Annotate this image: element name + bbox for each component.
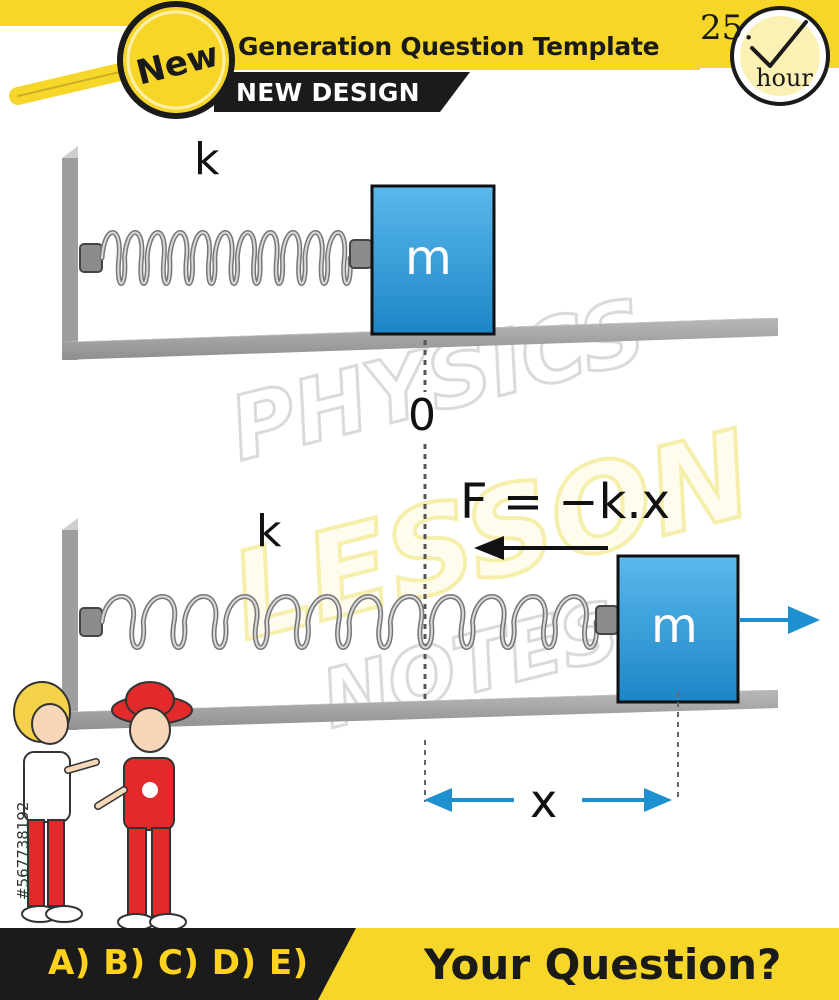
answer-options: A) B) C) D) E) xyxy=(48,943,309,983)
bottom-mass-connector xyxy=(595,605,619,635)
top-floor xyxy=(62,318,778,360)
pull-arrow xyxy=(740,606,820,634)
footer-bar xyxy=(0,928,839,1000)
clock-icon xyxy=(730,6,830,106)
bottom-mass-block xyxy=(616,554,740,704)
bottom-mass-label: m xyxy=(651,598,698,654)
top-spring-constant-label: k xyxy=(194,134,220,185)
force-arrow xyxy=(474,536,608,560)
header-title: Generation Question Template xyxy=(238,32,660,61)
displacement-label: x xyxy=(530,774,558,828)
cartoon-boy xyxy=(13,681,100,923)
bottom-setup xyxy=(62,518,778,730)
question-prompt: Your Question? xyxy=(424,940,782,989)
cartoon-girl xyxy=(94,681,193,931)
bottom-spring-constant-label: k xyxy=(256,506,282,557)
bottom-floor xyxy=(62,690,778,730)
header-subtitle: NEW DESIGN xyxy=(236,78,420,107)
header-banner xyxy=(0,0,839,119)
stock-id: #567738192 xyxy=(14,802,32,900)
top-anchor-bolt xyxy=(79,243,103,273)
displacement-arrow xyxy=(424,788,672,812)
top-mass-block xyxy=(370,184,496,336)
hour-label: hour xyxy=(756,64,813,92)
magnifier-icon xyxy=(9,1,235,119)
hour-number: 25. xyxy=(700,8,755,48)
bottom-anchor-bolt xyxy=(79,607,103,637)
top-setup xyxy=(62,146,778,360)
force-equation-label: F = −k.x xyxy=(460,474,671,530)
top-mass-label: m xyxy=(405,230,452,286)
top-spring xyxy=(99,230,353,286)
origin-label: 0 xyxy=(408,390,436,441)
cartoon-kids xyxy=(13,681,193,931)
top-mass-connector xyxy=(349,239,373,269)
